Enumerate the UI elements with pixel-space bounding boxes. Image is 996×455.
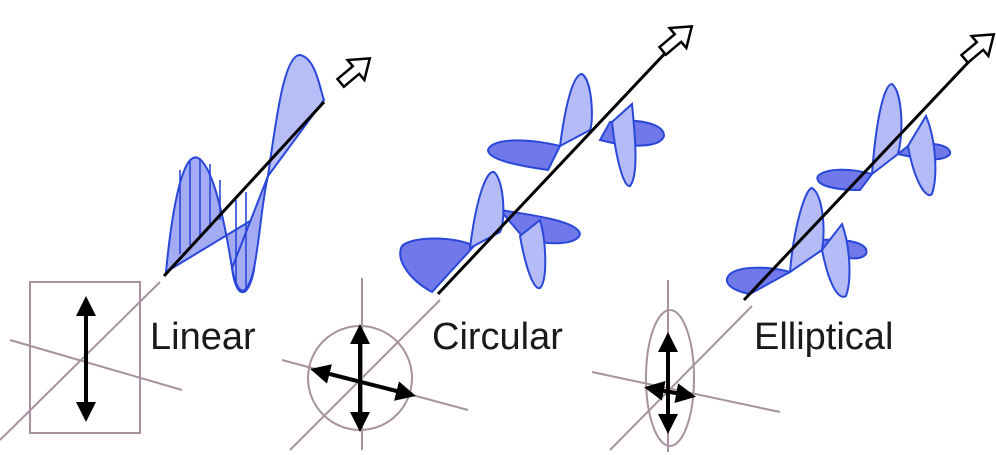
linear-frame xyxy=(0,281,183,441)
linear-wave xyxy=(162,53,326,294)
propagation-arrow-icon xyxy=(657,25,694,57)
elliptical-panel xyxy=(591,33,996,452)
elliptical-wave xyxy=(725,50,980,302)
elliptical-label: Elliptical xyxy=(754,316,894,358)
circular-wave xyxy=(399,46,672,296)
circular-panel xyxy=(281,25,694,451)
double-headed-arrow-icon xyxy=(310,364,416,401)
linear-panel xyxy=(0,53,372,441)
double-headed-arrow-icon xyxy=(644,381,696,403)
circular-label: Circular xyxy=(432,316,563,358)
circular-frame xyxy=(281,278,469,451)
propagation-arrow-icon xyxy=(959,33,996,65)
elliptical-frame xyxy=(591,280,781,452)
linear-label: Linear xyxy=(150,316,256,358)
propagation-arrow-icon xyxy=(335,57,372,89)
